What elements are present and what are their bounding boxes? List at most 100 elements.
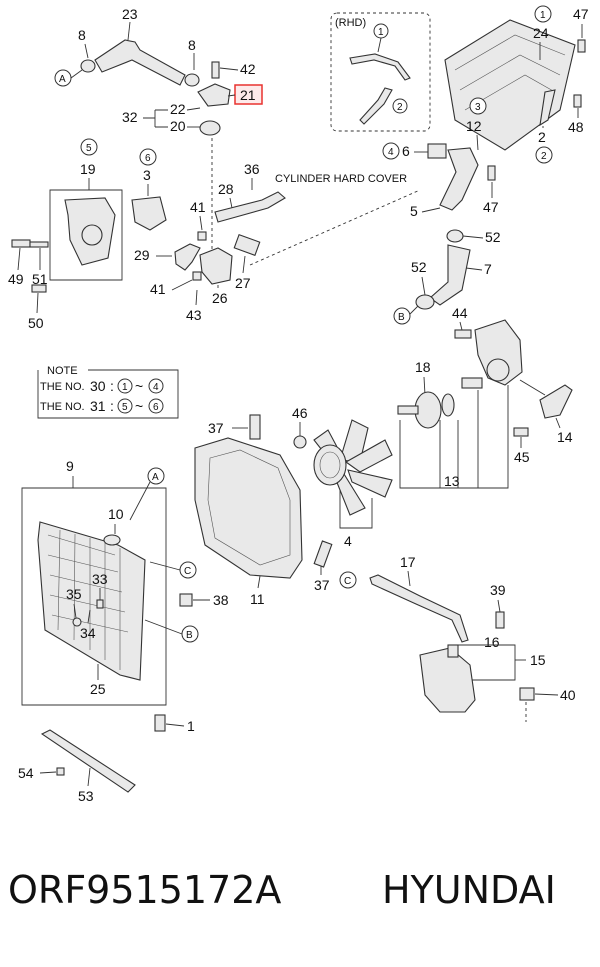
label-51: 51 bbox=[32, 271, 48, 287]
label-47a: 47 bbox=[573, 6, 589, 22]
clamp-52b bbox=[415, 294, 435, 310]
cylinder-head bbox=[444, 19, 576, 151]
label-21: 21 bbox=[240, 87, 256, 103]
label-26: 26 bbox=[212, 290, 228, 306]
heater-pipe-2 bbox=[539, 89, 556, 127]
footer: ORF9515172A HYUNDAI bbox=[0, 868, 600, 958]
label-24: 24 bbox=[533, 25, 549, 41]
label-52a: 52 bbox=[485, 229, 501, 245]
bypass-pipe-group: 36 28 CYLINDER HARD COVER 41 29 27 41 26… bbox=[134, 161, 421, 323]
note-row2-sep: : bbox=[110, 398, 114, 414]
circle-6 bbox=[139, 148, 157, 166]
water-pump-group: 5 19 6 3 49 51 50 bbox=[8, 138, 167, 331]
ref-circle-a2 bbox=[147, 467, 165, 485]
gasket-27 bbox=[233, 233, 261, 257]
upper-radiator-hose bbox=[94, 39, 186, 86]
note-row1-to: 4 bbox=[153, 382, 159, 393]
label-52b: 52 bbox=[411, 259, 427, 275]
label-12: 12 bbox=[466, 118, 482, 134]
label-5: 5 bbox=[410, 203, 418, 219]
label-17: 17 bbox=[400, 554, 416, 570]
ref-circle-c2 bbox=[339, 571, 357, 589]
part-number: ORF9515172A bbox=[8, 868, 282, 912]
ref-b1: B bbox=[398, 312, 405, 323]
label-16: 16 bbox=[484, 634, 500, 650]
fan-drive-group: 44 18 13 14 45 bbox=[397, 305, 573, 489]
label-53: 53 bbox=[78, 788, 94, 804]
label-1c-top: 1 bbox=[540, 10, 546, 21]
radiator-core bbox=[37, 521, 146, 681]
drain-plug-35 bbox=[72, 617, 82, 627]
label-14: 14 bbox=[557, 429, 573, 445]
rhd-circle-2: 2 bbox=[397, 102, 403, 113]
label-28: 28 bbox=[218, 181, 234, 197]
label-45: 45 bbox=[514, 449, 530, 465]
rhd-inset: (RHD) 1 2 bbox=[330, 12, 431, 132]
bolt-37b bbox=[313, 540, 333, 568]
circle-5 bbox=[80, 138, 98, 156]
label-50: 50 bbox=[28, 315, 44, 331]
label-29: 29 bbox=[134, 247, 150, 263]
bolt-39 bbox=[495, 611, 505, 629]
nut-40 bbox=[519, 687, 535, 701]
circle-2 bbox=[535, 146, 553, 164]
note-row1-sep: : bbox=[110, 378, 114, 394]
label-27: 27 bbox=[235, 275, 251, 291]
hose-clamp-a bbox=[80, 59, 96, 73]
label-20: 20 bbox=[170, 118, 186, 134]
label-18: 18 bbox=[415, 359, 431, 375]
label-5c: 5 bbox=[86, 143, 92, 154]
label-6: 6 bbox=[402, 143, 410, 159]
lower-hose-7 bbox=[429, 244, 471, 306]
cylinder-head-group: 1 24 47 48 3 12 2 2 4 6 5 47 52 7 52 bbox=[382, 5, 589, 325]
rhd-hose-2 bbox=[359, 87, 393, 125]
fan-hub bbox=[313, 444, 347, 486]
bypass-pipe bbox=[214, 191, 286, 223]
fan-shroud bbox=[194, 437, 303, 579]
note-row1-prefix: THE NO. bbox=[40, 381, 85, 393]
rhd-pipe-1 bbox=[349, 53, 411, 81]
label-42: 42 bbox=[240, 61, 256, 77]
nut-46 bbox=[293, 435, 307, 449]
label-32: 32 bbox=[122, 109, 138, 125]
bolt-41b bbox=[192, 271, 202, 281]
note-row2-prefix: THE NO. bbox=[40, 401, 85, 413]
label-46: 46 bbox=[292, 405, 308, 421]
clamp-52a bbox=[446, 229, 464, 243]
label-3c: 3 bbox=[475, 102, 481, 113]
label-48: 48 bbox=[568, 119, 584, 135]
label-22: 22 bbox=[170, 101, 186, 117]
label-33: 33 bbox=[92, 571, 108, 587]
bolt-50 bbox=[31, 284, 47, 293]
bolt-44 bbox=[454, 329, 472, 339]
label-37b: 37 bbox=[314, 577, 330, 593]
label-41b: 41 bbox=[150, 281, 166, 297]
label-54: 54 bbox=[18, 765, 34, 781]
fan-spacer bbox=[441, 393, 455, 417]
bypass-hose bbox=[174, 243, 201, 271]
label-13: 13 bbox=[444, 473, 460, 489]
label-9: 9 bbox=[66, 458, 74, 474]
ref-circle-b1 bbox=[393, 307, 411, 325]
radiator-cap bbox=[103, 534, 121, 546]
label-40: 40 bbox=[560, 687, 576, 703]
fan-shaft bbox=[397, 405, 419, 415]
parts-diagram: 23 8 A 8 42 21 22 32 20 5 19 bbox=[8, 5, 589, 804]
label-38: 38 bbox=[213, 592, 229, 608]
water-outlet-fitting bbox=[199, 247, 233, 285]
note-title: NOTE bbox=[47, 365, 78, 377]
drain-cock-1 bbox=[154, 714, 166, 732]
label-43: 43 bbox=[186, 307, 202, 323]
note-row2-from: 5 bbox=[122, 402, 128, 413]
rhd-label: (RHD) bbox=[335, 17, 366, 29]
nut-38 bbox=[179, 593, 193, 607]
label-47b: 47 bbox=[483, 199, 499, 215]
gasket-6 bbox=[427, 143, 447, 159]
shaft-sleeve bbox=[461, 377, 483, 389]
bolt-49 bbox=[11, 239, 31, 248]
cooling-fan bbox=[313, 419, 393, 516]
pump-gasket bbox=[131, 196, 167, 231]
label-25: 25 bbox=[90, 681, 106, 697]
label-8a: 8 bbox=[78, 27, 86, 43]
cylinder-hard-cover-label: CYLINDER HARD COVER bbox=[275, 173, 407, 185]
